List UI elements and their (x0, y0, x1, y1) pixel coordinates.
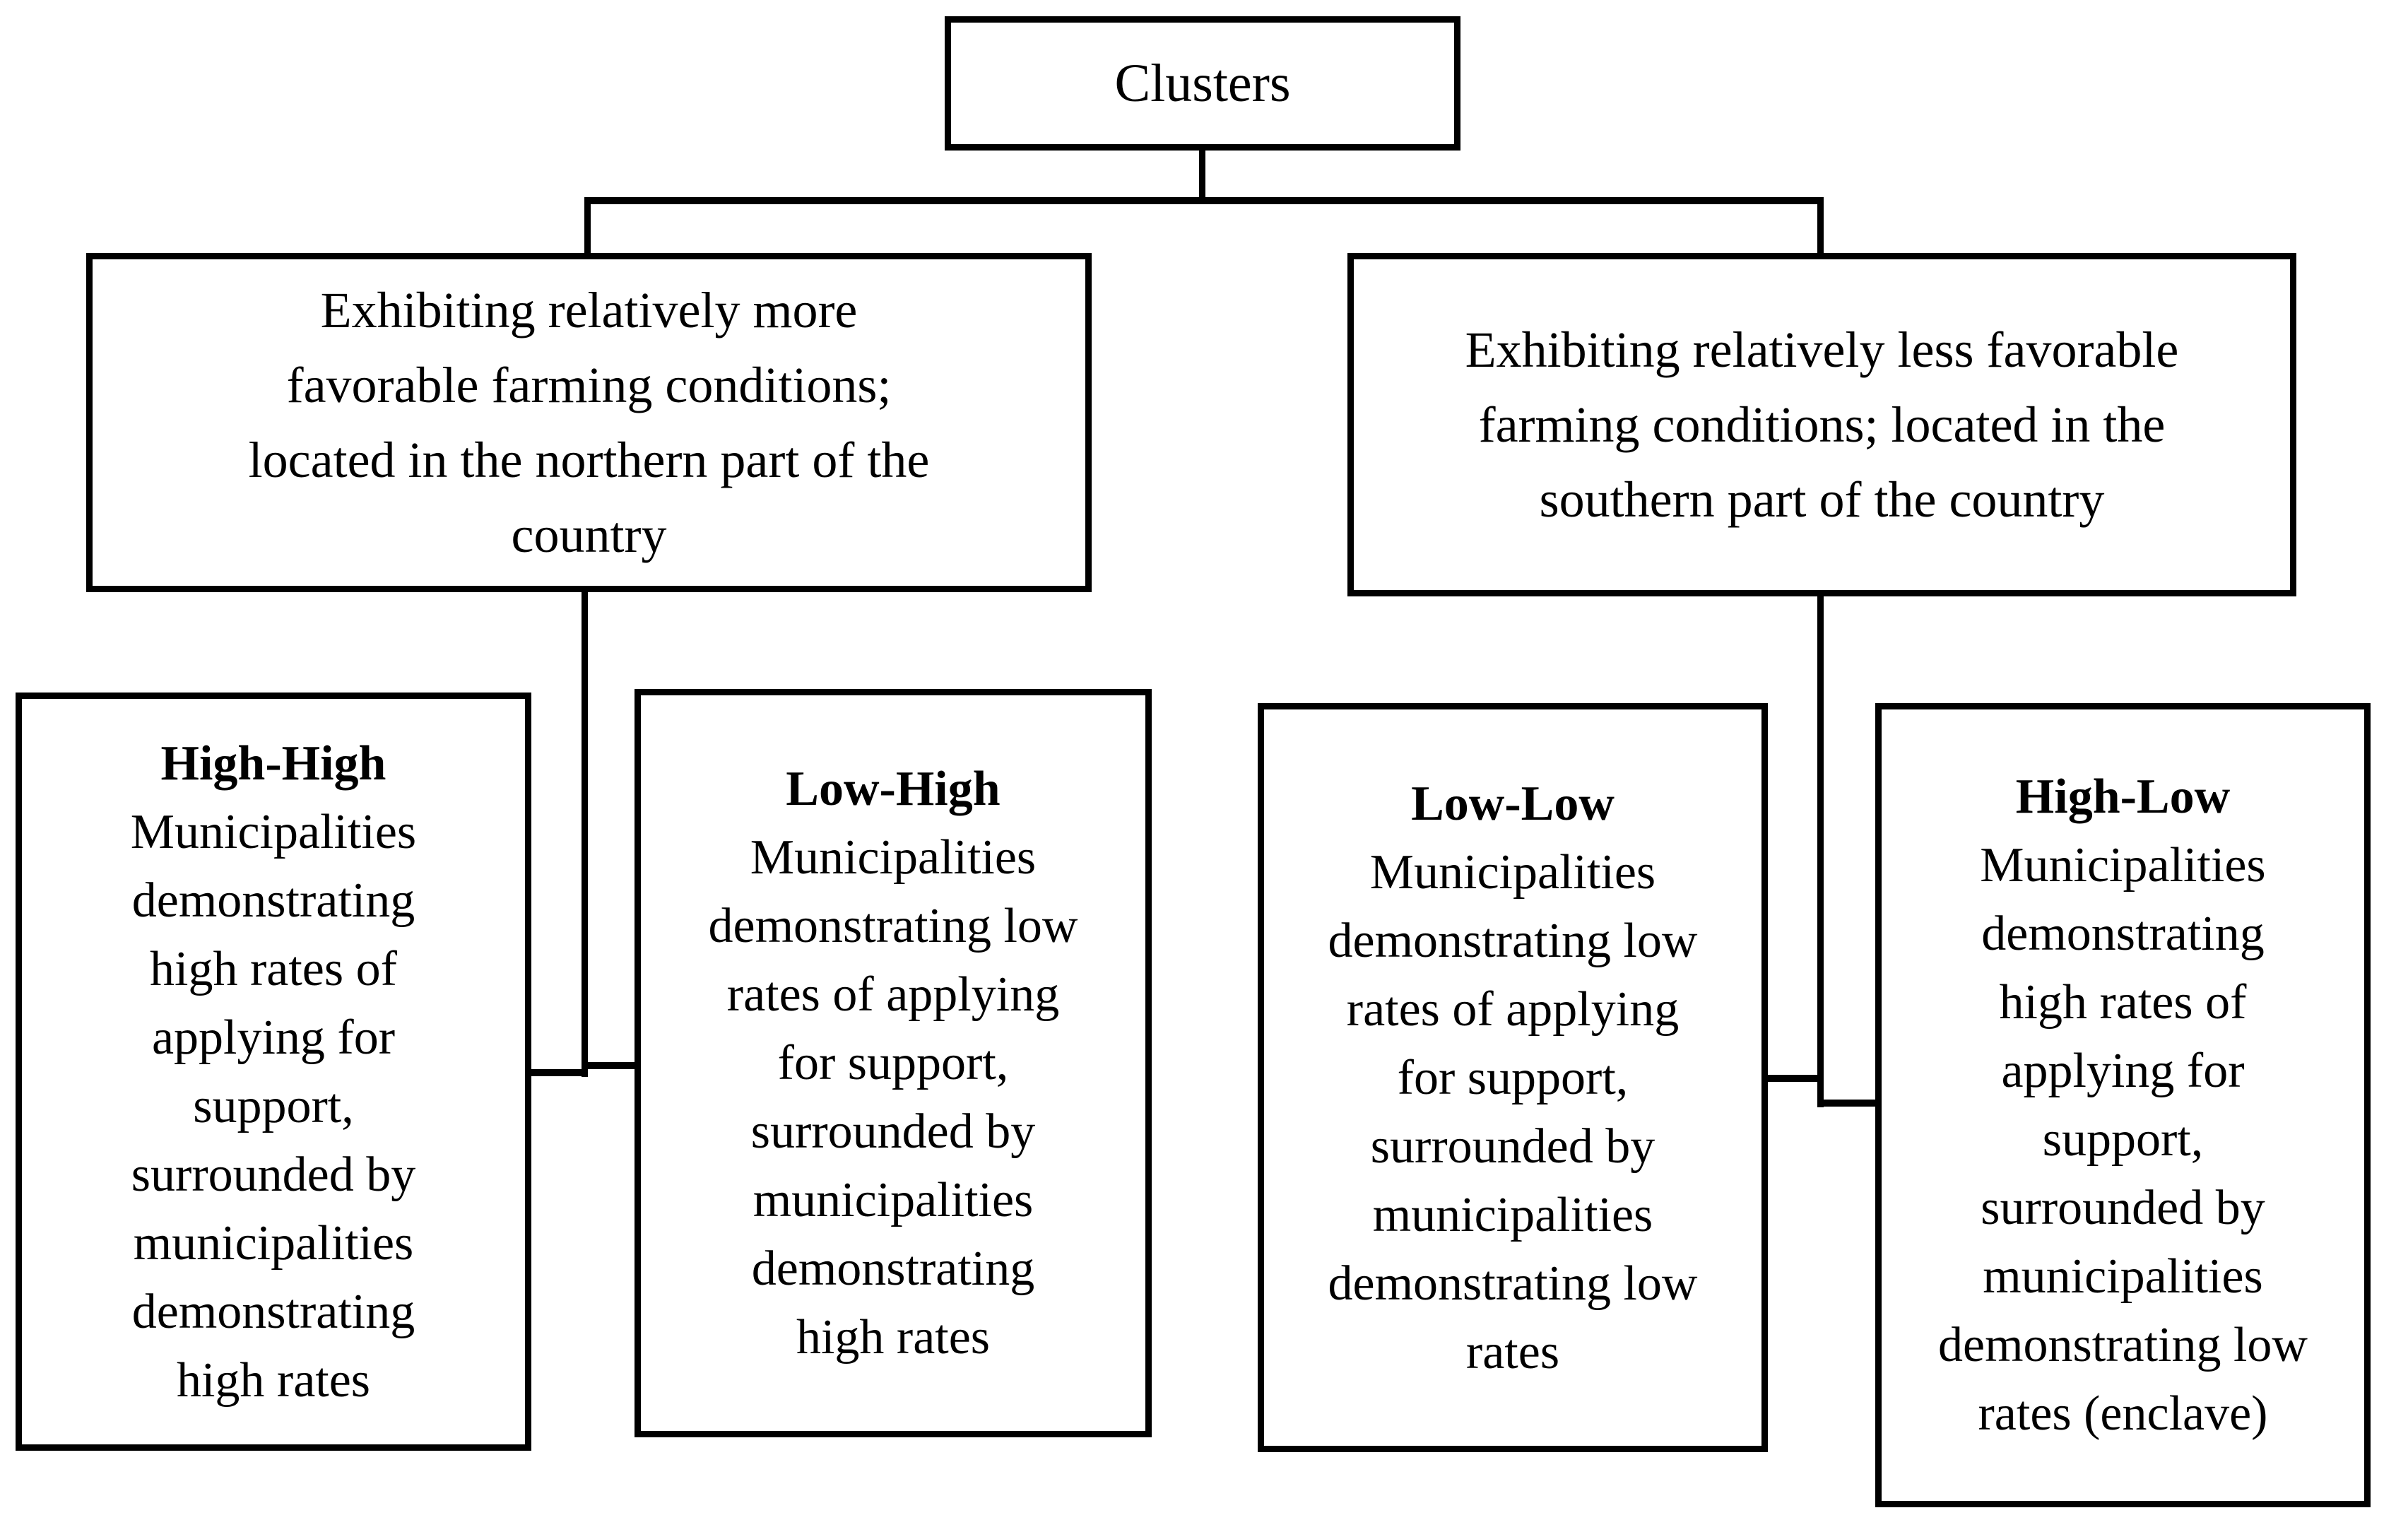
connector-north-children-vertical (582, 588, 588, 1077)
node-low-low-description: Municipalities demonstrating low rates o… (1328, 844, 1698, 1379)
node-clusters: Clusters (945, 16, 1460, 151)
node-high-low-title: High-Low (2015, 770, 2231, 824)
node-branch-south-label: Exhibiting relatively less favorable far… (1465, 322, 2179, 528)
node-low-high-title: Low-High (786, 762, 1001, 816)
node-high-high-description: Municipalities demonstrating high rates … (130, 804, 417, 1408)
connector-low-low-stub (1764, 1075, 1824, 1082)
node-low-high: Low-High Municipalities demonstrating lo… (635, 689, 1152, 1437)
connector-south-branch-stub (1817, 197, 1824, 262)
node-branch-north-label: Exhibiting relatively more favorable far… (248, 282, 930, 563)
connector-north-branch-stub (584, 197, 591, 259)
node-low-high-description: Municipalities demonstrating low rates o… (708, 830, 1078, 1365)
node-high-low: High-Low Municipalities demonstrating hi… (1875, 703, 2371, 1507)
node-high-high-title: High-High (160, 736, 386, 791)
connector-low-high-stub (582, 1062, 641, 1069)
connector-south-children-vertical (1817, 594, 1824, 1107)
connector-high-low-stub (1817, 1100, 1881, 1107)
node-high-low-description: Municipalities demonstrating high rates … (1938, 838, 2308, 1441)
connector-root-horizontal (584, 197, 1824, 204)
node-high-high: High-High Municipalities demonstrating h… (16, 693, 531, 1451)
node-branch-south: Exhibiting relatively less favorable far… (1347, 253, 2296, 596)
connector-root-vertical (1199, 148, 1205, 203)
node-clusters-label: Clusters (1114, 53, 1291, 113)
connector-high-high-stub (526, 1069, 588, 1076)
node-low-low-title: Low-Low (1411, 776, 1615, 831)
node-low-low: Low-Low Municipalities demonstrating low… (1258, 703, 1768, 1452)
node-branch-north: Exhibiting relatively more favorable far… (86, 253, 1092, 592)
